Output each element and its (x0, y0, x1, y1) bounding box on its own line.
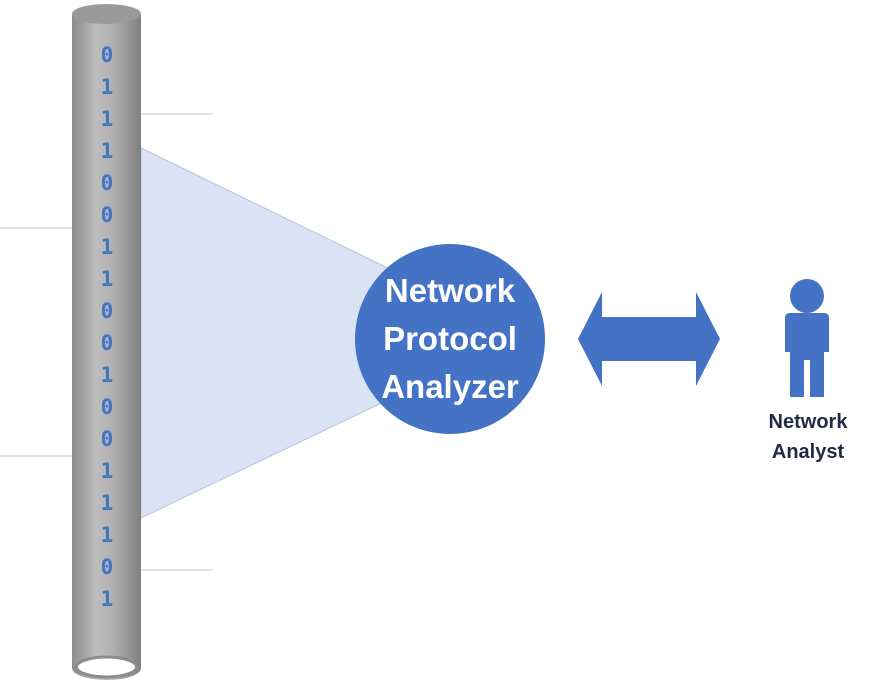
bit-digit: 0 (101, 395, 114, 419)
analyzer-label-line2: Protocol (383, 320, 517, 357)
capture-cone (140, 147, 393, 519)
bit-digit: 0 (101, 171, 114, 195)
bit-digit: 1 (101, 235, 114, 259)
bit-digit: 1 (101, 107, 114, 131)
analyzer-label-line1: Network (385, 272, 516, 309)
analyzer-circle (355, 244, 545, 434)
bit-stream: 0 1 1 1 0 0 1 1 0 0 1 0 0 1 1 1 0 1 (101, 43, 114, 611)
bit-digit: 1 (101, 459, 114, 483)
protocol-analyzer: Network Protocol Analyzer (355, 244, 545, 434)
bit-digit: 1 (101, 139, 114, 163)
bit-digit: 1 (101, 491, 114, 515)
bit-digit: 0 (101, 427, 114, 451)
analyst-label-line1: Network (769, 411, 849, 433)
bit-digit: 1 (101, 75, 114, 99)
cable-top-cap (72, 4, 141, 24)
bit-digit: 0 (101, 555, 114, 579)
bit-digit: 0 (101, 331, 114, 355)
network-cable: 0 1 1 1 0 0 1 1 0 0 1 0 0 1 1 1 0 1 (72, 4, 141, 680)
bit-digit: 1 (101, 363, 114, 387)
analyst-label-line2: Analyst (772, 441, 845, 463)
cable-bottom-opening (75, 655, 138, 679)
bit-digit: 0 (101, 299, 114, 323)
bit-digit: 1 (101, 587, 114, 611)
bit-digit: 1 (101, 523, 114, 547)
analyzer-label-line3: Analyzer (381, 368, 519, 405)
bidirectional-arrow (578, 292, 720, 386)
person-icon (785, 279, 829, 397)
bit-digit: 0 (101, 43, 114, 67)
cable-body (72, 14, 141, 680)
bit-digit: 0 (101, 203, 114, 227)
bit-digit: 1 (101, 267, 114, 291)
